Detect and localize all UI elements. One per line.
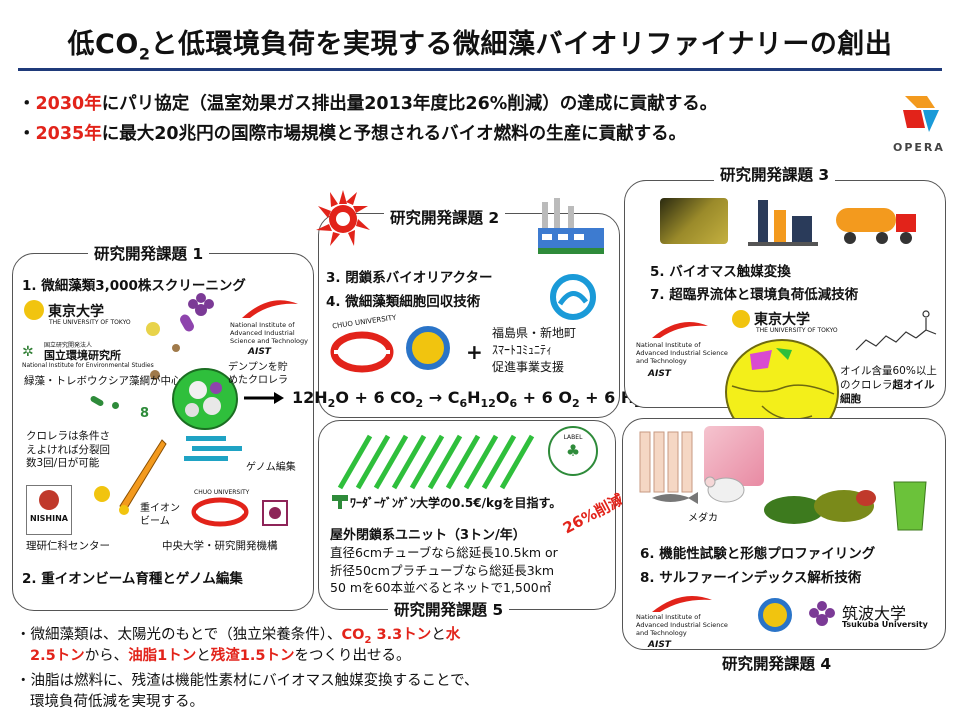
task1-focus-text: 緑藻・トレボウクシア藻綱が中心 bbox=[24, 375, 182, 387]
task5-target: ﾜｰﾀﾞｰｹﾞﾝｹﾞﾝ大学の0.5€/kgを目指す。 bbox=[350, 496, 562, 510]
ginkgo-logo-icon bbox=[406, 326, 450, 370]
tsukuba-univ-name: 筑波大学 bbox=[842, 604, 907, 623]
aist-swoosh-icon bbox=[240, 296, 300, 320]
aist-mark: AIST bbox=[648, 640, 671, 650]
task4-item8: 8. サルファーインデックス解析技術 bbox=[640, 570, 862, 586]
tokyo-univ-name: 東京大学 bbox=[48, 304, 104, 320]
goal-bullet-2035: ・2035年に最大20兆円の国際市場規模と予想されるバイオ燃料の生産に貢献する。 bbox=[18, 124, 687, 144]
chuo-org-crest-icon bbox=[260, 498, 290, 528]
task1-box bbox=[12, 253, 314, 611]
aist-swoosh-icon bbox=[650, 318, 710, 340]
medaka-label: メダカ bbox=[688, 513, 718, 524]
photobioreactor-tubes-icon bbox=[330, 428, 540, 492]
fukushima-support-text: 福島県・新地町ｽﾏｰﾄｺﾐｭﾆﾃｨ促進事業支援 bbox=[492, 326, 577, 374]
chlorella-cell-diagram bbox=[170, 366, 240, 432]
tokyo-univ-en: THE UNIVERSITY OF TOKYO bbox=[756, 327, 838, 334]
algae-powder-icon bbox=[758, 478, 878, 528]
page-title: 低CO2と低環境負荷を実現する微細藻バイオリファイナリーの創出 bbox=[67, 29, 893, 64]
nishina-logo-icon: NISHINA bbox=[26, 485, 72, 535]
title-underline bbox=[18, 68, 942, 71]
task3-item5: 5. バイオマス触媒変換 bbox=[650, 264, 791, 280]
tokyo-ginkgo-icon bbox=[24, 300, 44, 320]
algae-cell-icon bbox=[172, 344, 180, 352]
starch-note: デンプンを貯めたクロレラ bbox=[228, 362, 288, 386]
chuo-logo-icon bbox=[190, 492, 250, 528]
tokyo-ginkgo-icon bbox=[732, 310, 750, 328]
tanker-truck-icon bbox=[834, 200, 920, 246]
ginkgo-logo-icon bbox=[758, 598, 792, 632]
nies-en: National Institute for Environmental Stu… bbox=[22, 362, 154, 369]
algae-cell-icon bbox=[146, 322, 160, 336]
cell-culture-icon bbox=[704, 426, 764, 486]
tokyo-univ-name: 東京大学 bbox=[754, 312, 810, 328]
genome-chromosome-icon bbox=[184, 432, 244, 466]
footer-line-3: ・油脂は燃料に、残渣は機能性素材にバイオマス触媒変換することで、 bbox=[16, 673, 479, 689]
chuo-univ-en: CHUO UNIVERSITY bbox=[194, 489, 250, 496]
aist-mark: AIST bbox=[248, 347, 271, 357]
task5-label: 研究開発課題 5 bbox=[388, 598, 510, 620]
nies-logo-icon: ✲ bbox=[22, 344, 34, 360]
tsukuba-crest-icon bbox=[806, 598, 838, 630]
oil-photo-icon bbox=[660, 198, 728, 244]
footer-line-4: 環境負荷低減を実現する。 bbox=[30, 694, 204, 710]
task3-item7: 7. 超臨界流体と環境負荷低減技術 bbox=[650, 287, 859, 303]
aist-name: National Institute of Advanced Industria… bbox=[636, 613, 728, 637]
tsukuba-univ-en: Tsukuba University bbox=[842, 620, 928, 629]
label-badge-icon: LABEL ♣ bbox=[548, 426, 598, 476]
shinchi-town-logo-icon bbox=[548, 274, 598, 320]
refinery-icon bbox=[748, 192, 818, 246]
chuo-university-logo-icon bbox=[328, 318, 396, 378]
tokyo-univ-en: THE UNIVERSITY OF TOKYO bbox=[49, 319, 131, 326]
opera-logo-text: OPERA bbox=[893, 141, 945, 154]
plus-sign: + bbox=[466, 340, 483, 364]
mouse-icon bbox=[700, 470, 748, 504]
photosynthesis-equation: 12H2O + 6 CO2 → C6H12O6 + 6 O2 + 6 H2O bbox=[292, 388, 656, 411]
green-drink-icon bbox=[890, 476, 930, 534]
ion-beam-label: 重イオンビーム bbox=[140, 503, 180, 527]
task2-item3: 3. 閉鎖系バイオリアクター bbox=[326, 270, 493, 286]
task4-item6: 6. 機能性試験と形態プロファイリング bbox=[640, 546, 876, 562]
aist-mark: AIST bbox=[648, 369, 671, 379]
task1-item2: 2. 重イオンビーム育種とゲノム編集 bbox=[22, 571, 243, 587]
arrow-right-icon bbox=[244, 390, 284, 406]
molecule-structure-icon bbox=[852, 300, 938, 356]
genome-edit-label: ゲノム編集 bbox=[246, 462, 296, 473]
aist-name: National Institute of Advanced Industria… bbox=[636, 341, 728, 365]
aist-name: National Institute of Advanced Industria… bbox=[230, 321, 308, 345]
nies-small: 国立研究開発法人 bbox=[44, 342, 93, 349]
opera-logo-icon bbox=[895, 88, 945, 138]
task2-label: 研究開発課題 2 bbox=[384, 206, 506, 228]
lab-tubes-icon bbox=[636, 426, 696, 516]
task3-label: 研究開発課題 3 bbox=[714, 163, 836, 185]
footer-line-1: ・微細藻類は、太陽光のもとで（独立栄養条件）、CO2 3.3トンと水 bbox=[16, 627, 461, 646]
riken-label: 理研仁科センター bbox=[26, 540, 110, 552]
task5-unit-title: 屋外閉鎖系ユニット（3トン/年） bbox=[330, 528, 526, 543]
medaka-fish-icon bbox=[650, 488, 700, 508]
algae-cell-icon bbox=[150, 370, 160, 380]
aist-swoosh-icon bbox=[650, 592, 714, 614]
wageningen-logo-icon bbox=[332, 494, 348, 509]
footer-line-2: 2.5トンから、油脂1トンと残渣1.5トンをつくり出せる。 bbox=[30, 648, 411, 664]
factory-icon bbox=[532, 192, 612, 256]
chuo-org-label: 中央大学・研究開発機構 bbox=[162, 540, 278, 552]
nies-name: 国立環境研究所 bbox=[44, 349, 121, 362]
task1-label: 研究開発課題 1 bbox=[88, 242, 210, 264]
goal-bullet-2030: ・2030年にパリ協定（温室効果ガス排出量2013年度比26%削減）の達成に貢献… bbox=[18, 94, 718, 114]
super-oil-note: オイル含量60%以上のクロレラ超オイル細胞 bbox=[840, 365, 937, 406]
ginkgo-icon bbox=[94, 486, 110, 502]
task4-label: 研究開発課題 4 bbox=[716, 652, 838, 674]
chlorella-division-note: クロレラは条件さえよければ分裂回数3回/日が可能 bbox=[26, 430, 110, 470]
algae-cell-icon bbox=[112, 402, 119, 409]
algae-cell-icon: 8 bbox=[140, 406, 150, 421]
paulownia-crest-icon bbox=[186, 290, 216, 320]
sun-logo-icon bbox=[310, 186, 376, 252]
ion-beam-icon bbox=[118, 438, 168, 518]
task1-item1: 1. 微細藻類3,000株スクリーニング bbox=[22, 278, 246, 294]
task2-item4: 4. 微細藻類細胞回収技術 bbox=[326, 294, 481, 310]
